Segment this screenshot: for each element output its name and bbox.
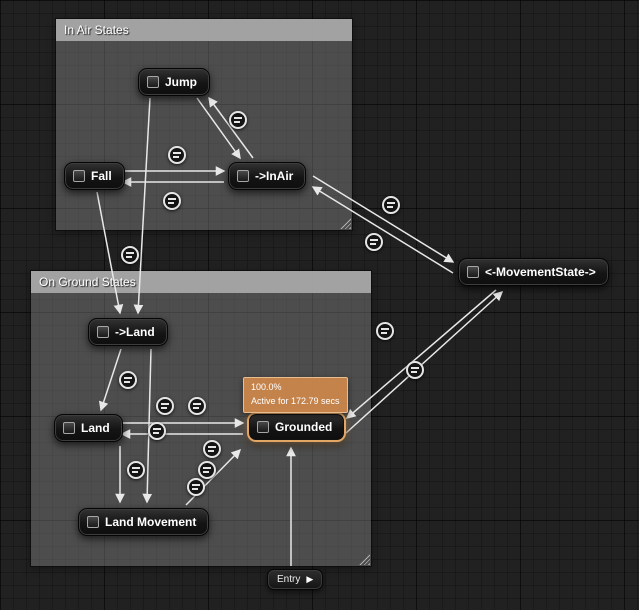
play-icon: ▶: [306, 574, 314, 584]
state-machine-icon: [63, 422, 75, 434]
comment-title: In Air States: [64, 23, 129, 37]
transition-rule-icon[interactable]: [119, 371, 137, 389]
state-machine-icon: [237, 170, 249, 182]
state-node-to-land[interactable]: ->Land: [88, 318, 168, 346]
transition-rule-icon[interactable]: [229, 111, 247, 129]
transition-rule-icon[interactable]: [121, 246, 139, 264]
state-machine-icon: [73, 170, 85, 182]
tooltip-duration: Active for 172.79 secs: [251, 395, 340, 406]
entry-label: Entry: [277, 574, 301, 585]
comment-title: On Ground States: [39, 275, 136, 289]
comment-header[interactable]: On Ground States: [31, 271, 371, 293]
transition-rule-icon[interactable]: [148, 422, 166, 440]
state-machine-icon: [147, 76, 159, 88]
state-machine-icon: [257, 421, 269, 433]
state-node-movement-state[interactable]: <-MovementState->: [458, 258, 609, 286]
transition-rule-icon[interactable]: [406, 361, 424, 379]
entry-node[interactable]: Entry ▶: [267, 569, 324, 590]
transition-rule-icon[interactable]: [163, 192, 181, 210]
state-weight-tooltip: 100.0% Active for 172.79 secs: [243, 377, 348, 413]
state-label: <-MovementState->: [485, 265, 596, 279]
state-label: Land: [81, 421, 110, 435]
comment-header[interactable]: In Air States: [56, 19, 352, 41]
comment-in-air-states[interactable]: In Air States: [55, 18, 353, 231]
transition-rule-icon[interactable]: [188, 397, 206, 415]
state-machine-icon: [87, 516, 99, 528]
state-label: Grounded: [275, 420, 333, 434]
state-machine-icon: [467, 266, 479, 278]
state-label: Jump: [165, 75, 198, 89]
transition-rule-icon[interactable]: [198, 461, 216, 479]
state-label: Land Movement: [105, 515, 197, 529]
transition-rule-icon[interactable]: [168, 146, 186, 164]
state-node-land[interactable]: Land: [54, 414, 123, 442]
state-node-grounded[interactable]: Grounded: [247, 412, 347, 442]
state-node-jump[interactable]: Jump: [138, 68, 211, 96]
transition-rule-icon[interactable]: [127, 461, 145, 479]
state-label: ->Land: [115, 325, 155, 339]
transition-rule-icon[interactable]: [156, 397, 174, 415]
transition-rule-icon[interactable]: [376, 322, 394, 340]
state-node-in-air[interactable]: ->InAir: [228, 162, 307, 190]
state-node-fall[interactable]: Fall: [64, 162, 125, 190]
transition-rule-icon[interactable]: [187, 478, 205, 496]
transition-rule-icon[interactable]: [203, 440, 221, 458]
resize-handle-icon[interactable]: [359, 554, 370, 565]
transition-rule-icon[interactable]: [382, 196, 400, 214]
tooltip-weight: 100.0%: [251, 382, 282, 392]
state-node-land-movement[interactable]: Land Movement: [78, 508, 210, 536]
transition-rule-icon[interactable]: [365, 233, 383, 251]
state-label: ->InAir: [255, 169, 294, 183]
state-label: Fall: [91, 169, 112, 183]
state-machine-icon: [97, 326, 109, 338]
